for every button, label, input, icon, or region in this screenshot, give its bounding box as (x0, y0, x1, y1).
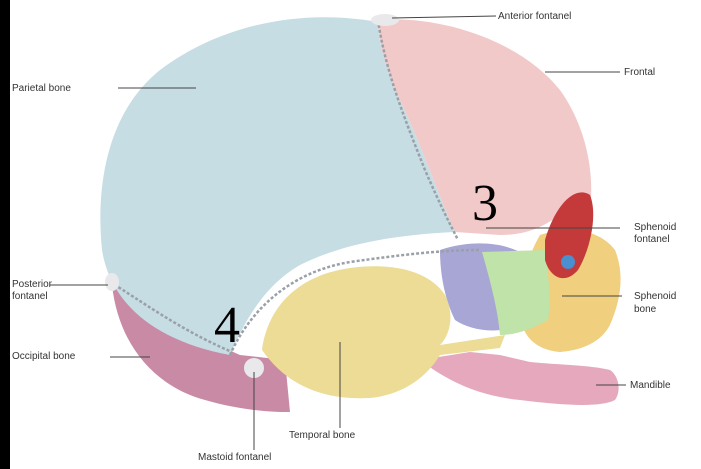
label-sphenoid-bone-line2: bone (634, 304, 656, 315)
mandible-bone (420, 352, 619, 405)
marker-4: 4 (214, 300, 240, 352)
optic-foramen (561, 255, 575, 269)
label-sphenoid-fontanel-line1: Sphenoid (634, 222, 676, 233)
leader-anterior-fontanel (392, 16, 496, 18)
label-occipital-bone: Occipital bone (12, 351, 75, 362)
label-temporal-bone: Temporal bone (289, 430, 355, 441)
label-posterior-fontanel-line2: fontanel (12, 291, 48, 302)
label-sphenoid-bone-line1: Sphenoid (634, 291, 676, 302)
label-parietal-bone: Parietal bone (12, 83, 71, 94)
label-frontal: Frontal (624, 67, 655, 78)
label-mandible: Mandible (630, 380, 671, 391)
label-posterior-fontanel-line1: Posterior (12, 279, 52, 290)
marker-3: 3 (472, 178, 498, 230)
label-mastoid-fontanel: Mastoid fontanel (198, 452, 271, 463)
anterior-fontanel-area (371, 14, 399, 26)
label-anterior-fontanel: Anterior fontanel (498, 11, 571, 22)
posterior-fontanel-area (105, 273, 119, 291)
label-sphenoid-fontanel-line2: fontanel (634, 234, 670, 245)
